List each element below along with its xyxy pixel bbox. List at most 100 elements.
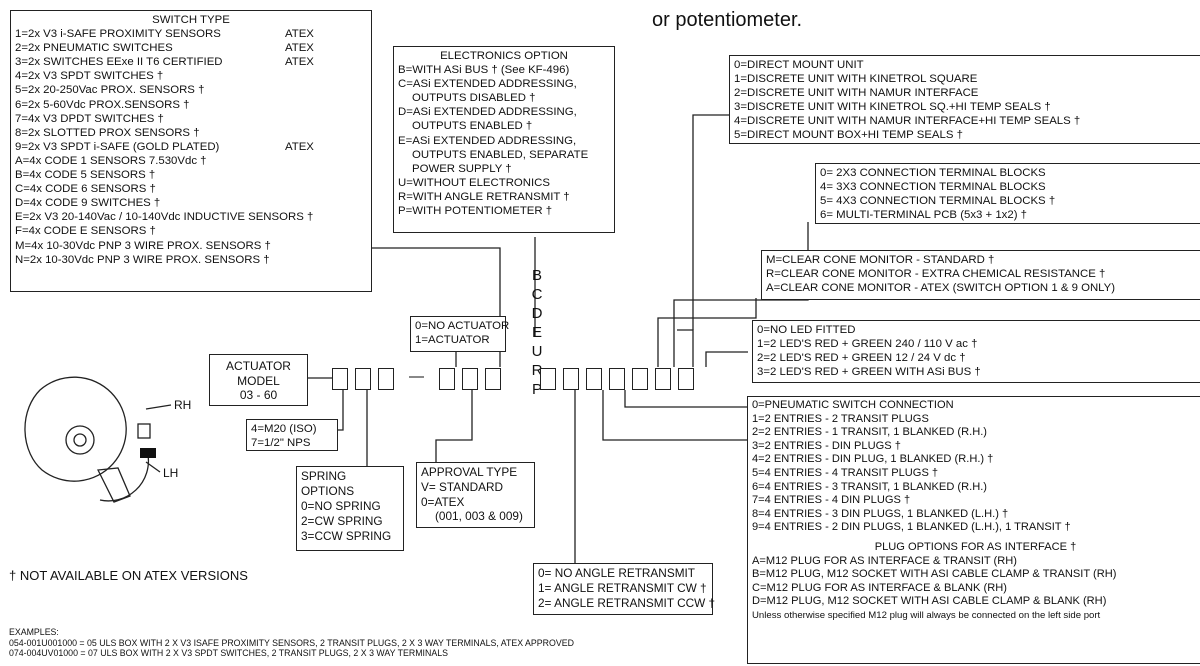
angle-item: 0= NO ANGLE RETRANSMIT [538,566,695,580]
mount-item: 0=DIRECT MOUNT UNIT [734,59,864,71]
code-cell [378,368,394,390]
electronics-item: P=WITH POTENTIOMETER † [398,205,553,218]
angle-retransmit-box: 0= NO ANGLE RETRANSMIT 1= ANGLE RETRANSM… [533,563,716,615]
switch-type-item: 9=2x V3 SPDT i-SAFE (GOLD PLATED) [15,140,220,153]
plug-option-item: D=M12 PLUG, M12 SOCKET WITH ASI CABLE CL… [752,595,1107,608]
cone-monitor-box: M=CLEAR CONE MONITOR - STANDARD † R=CLEA… [761,250,1200,300]
atex-tag: ATEX [285,141,314,153]
electronics-item: OUTPUTS ENABLED † [412,120,533,133]
monitor-item: R=CLEAR CONE MONITOR - EXTRA CHEMICAL RE… [766,268,1106,281]
led-item: 2=2 LED'S RED + GREEN 12 / 24 V dc † [757,352,966,365]
electronics-item: B=WITH ASi BUS † (See KF-496) [398,64,570,77]
plug-options-title: PLUG OPTIONS FOR AS INTERFACE † [874,540,1077,553]
examples-title: EXAMPLES: [9,627,59,637]
mount-item: 4=DISCRETE UNIT WITH NAMUR INTERFACE+HI … [734,115,1081,128]
example-line: 054-001U001000 = 05 ULS BOX WITH 2 X V3 … [9,637,574,648]
terminal-item: 5= 4X3 CONNECTION TERMINAL BLOCKS † [820,195,1056,208]
lh-label: LH [163,466,179,480]
connection-item: 8=4 ENTRIES - 3 DIN PLUGS, 1 BLANKED (L.… [752,507,1009,520]
code-letter: B [531,267,542,284]
connection-item: 7=4 ENTRIES - 4 DIN PLUGS † [752,494,911,507]
actuator-flag-item: 0=NO ACTUATOR [415,320,510,332]
rh-label: RH [174,398,192,412]
code-cell [678,368,694,390]
approval-item: (001, 003 & 009) [435,509,523,524]
approval-item: APPROVAL TYPE [421,465,518,479]
switch-type-item: 6=2x 5-60Vdc PROX.SENSORS † [15,98,190,111]
atex-footnote: † NOT AVAILABLE ON ATEX VERSIONS [9,568,248,583]
spring-options-box: SPRING OPTIONS 0=NO SPRING 2=CW SPRING 3… [296,466,404,551]
code-cell [332,368,348,390]
spring-item: 3=CCW SPRING [301,529,392,544]
atex-tag: ATEX [285,28,314,40]
led-item: 1=2 LED'S RED + GREEN 240 / 110 V ac † [757,338,978,351]
connection-item: 0=PNEUMATIC SWITCH CONNECTION [752,399,954,411]
atex-tag: ATEX [285,56,314,68]
plug-note: Unless otherwise specified M12 plug will… [752,609,1101,621]
angle-item: 2= ANGLE RETRANSMIT CCW † [538,595,716,610]
actuator-drawing [24,376,172,503]
mount-item: 1=DISCRETE UNIT WITH KINETROL SQUARE [734,73,978,86]
plug-option-item: B=M12 PLUG, M12 SOCKET WITH ASI CABLE CL… [752,568,1117,581]
electronics-item: OUTPUTS ENABLED, SEPARATE [412,148,589,161]
switch-type-item: A=4x CODE 1 SENSORS 7.530Vdc † [15,154,207,167]
electronics-item: POWER SUPPLY † [412,162,512,175]
electronics-item: OUTPUTS DISABLED † [412,92,536,105]
electronics-code-letters: B C D E U R P [530,266,544,399]
actuator-flag-item: 1=ACTUATOR [415,334,490,347]
angle-item: 1= ANGLE RETRANSMIT CW † [538,580,707,595]
approval-item: V= STANDARD [421,479,504,494]
code-cell [632,368,648,390]
connection-item: 6=4 ENTRIES - 3 TRANSIT, 1 BLANKED (R.H.… [752,480,987,493]
switch-type-item: 2=2x PNEUMATIC SWITCHES [15,42,173,55]
electronics-item: U=WITHOUT ELECTRONICS [398,176,550,189]
switch-type-item: M=4x 10-30Vdc PNP 3 WIRE PROX. SENSORS † [15,239,271,252]
plug-option-item: C=M12 PLUG FOR AS INTERFACE & BLANK (RH) [752,581,1007,594]
terminal-blocks-box: 0= 2X3 CONNECTION TERMINAL BLOCKS 4= 3X3… [815,163,1200,224]
approval-item: 0=ATEX [421,494,465,509]
mount-item: 2=DISCRETE UNIT WITH NAMUR INTERFACE [734,87,979,100]
electronics-option-box: ELECTRONICS OPTION B=WITH ASi BUS † (See… [393,46,615,233]
led-option-box: 0=NO LED FITTED 1=2 LED'S RED + GREEN 24… [752,320,1200,383]
switch-type-item: B=4x CODE 5 SENSORS † [15,169,156,182]
approval-type-box: APPROVAL TYPE V= STANDARD 0=ATEX (001, 0… [416,462,535,528]
switch-type-item: 3=2x SWITCHES EExe II T6 CERTIFIED [15,56,223,69]
plug-option-item: A=M12 PLUG FOR AS INTERFACE & TRANSIT (R… [752,554,1017,567]
thread-option-box: 4=M20 (ISO) 7=1/2" NPS [246,419,338,451]
electronics-option-title: ELECTRONICS OPTION [440,50,568,62]
monitor-item: M=CLEAR CONE MONITOR - STANDARD † [766,254,995,266]
spring-item: 0=NO SPRING [301,499,381,514]
actuator-model-line: 03 - 60 [239,388,278,402]
actuator-model-box: ACTUATOR MODEL 03 - 60 [209,354,308,406]
code-cell [655,368,671,390]
electronics-item: D=ASi EXTENDED ADDRESSING, [398,106,577,119]
connection-item: 4=2 ENTRIES - DIN PLUG, 1 BLANKED (R.H.)… [752,453,994,466]
electronics-item: E=ASi EXTENDED ADDRESSING, [398,134,577,147]
electronics-item: R=WITH ANGLE RETRANSMIT † [398,190,570,203]
switch-type-item: C=4x CODE 6 SENSORS † [15,183,156,196]
code-cell [586,368,602,390]
mount-item: 5=DIRECT MOUNT BOX+HI TEMP SEALS † [734,129,963,142]
example-line: 074-004UV01000 = 07 ULS BOX WITH 2 X V3 … [9,648,448,659]
actuator-model-line: MODEL [237,373,280,388]
connection-item: 1=2 ENTRIES - 2 TRANSIT PLUGS [752,412,929,425]
code-cell [540,368,556,390]
mount-item: 3=DISCRETE UNIT WITH KINETROL SQ.+HI TEM… [734,101,1051,114]
thread-item: 7=1/2" NPS [251,437,311,450]
connection-item: 9=4 ENTRIES - 2 DIN PLUGS, 1 BLANKED (L.… [752,521,1071,534]
code-letter: C [531,286,543,303]
terminal-item: 4= 3X3 CONNECTION TERMINAL BLOCKS [820,181,1046,194]
actuator-flag-box: 0=NO ACTUATOR 1=ACTUATOR [410,316,510,352]
switch-type-box: SWITCH TYPE 1=2x V3 i-SAFE PROXIMITY SEN… [10,10,372,292]
switch-type-item: 7=4x V3 DPDT SWITCHES † [15,112,164,125]
code-cell [439,368,455,390]
spring-item: 2=CW SPRING [301,514,383,529]
monitor-item: A=CLEAR CONE MONITOR - ATEX (SWITCH OPTI… [766,282,1116,295]
mount-type-box: 0=DIRECT MOUNT UNIT 1=DISCRETE UNIT WITH… [729,55,1200,144]
led-item: 3=2 LED'S RED + GREEN WITH ASi BUS † [757,366,981,379]
switch-type-title: SWITCH TYPE [152,14,230,26]
spring-item: SPRING [301,469,347,483]
switch-type-item: E=2x V3 20-140Vac / 10-140Vdc INDUCTIVE … [15,211,314,224]
spring-item: OPTIONS [301,484,355,499]
